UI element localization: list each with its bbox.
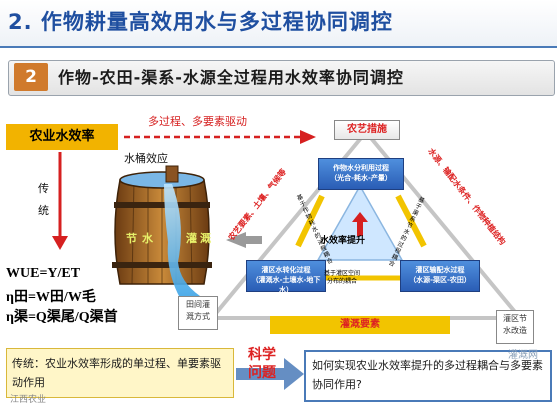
formula-canal: η渠=Q渠尾/Q渠首 bbox=[6, 310, 118, 325]
traditional-vertical-label: 传统 bbox=[38, 182, 49, 217]
irrig-distribution-box: 灌区输配水过程 （水源-渠区-农田） bbox=[400, 260, 480, 292]
field-irrigation-line2: 溉方式 bbox=[186, 312, 210, 321]
center-up-arrow-head bbox=[352, 212, 368, 222]
page-title: 2. 作物耕量高效用水与多过程协同调控 bbox=[8, 10, 393, 34]
question-box bbox=[304, 350, 552, 402]
field-irrigation-line1: 田间灌 bbox=[186, 300, 210, 309]
section-number-badge: 2 bbox=[14, 63, 48, 91]
crop-water-process-sub: （光合-耗水-产量） bbox=[330, 174, 392, 182]
barrel-word: 水 bbox=[142, 231, 154, 245]
traditional-box bbox=[6, 348, 234, 398]
down-arrow-head bbox=[52, 236, 68, 250]
title-bar bbox=[0, 0, 557, 48]
agri-measure-box: 农艺措施 bbox=[334, 120, 400, 140]
irrig-conversion-title: 灌区水转化过程 bbox=[261, 266, 311, 274]
section-title: 作物-农田-渠系-水源全过程用水效率协同调控 bbox=[58, 68, 404, 87]
barrel-arrow bbox=[226, 232, 262, 248]
barrel-word: 灌 bbox=[186, 231, 197, 245]
watermark-right: 灌溉网 bbox=[508, 350, 538, 361]
water-barrel-illustration: 节 水 灌 溉 bbox=[112, 165, 212, 298]
traditional-text: 传统：农业水效率形成的单过程、单要素驱动作用 bbox=[12, 357, 221, 389]
question-text: 如何实现农业水效率提升的多过程耦合与多要素协同作用? bbox=[312, 359, 543, 391]
spatial-coupling-label: 基于灌区空间 分布的耦合 bbox=[312, 270, 372, 286]
driver-label: 多过程、多要素驱动 bbox=[148, 115, 247, 128]
science-arrow bbox=[236, 358, 304, 390]
district-renovation-line1: 灌区节 bbox=[503, 314, 527, 323]
district-renovation-label: 灌区节 水改造 bbox=[496, 310, 534, 344]
district-renovation-line2: 水改造 bbox=[503, 326, 527, 335]
irrigation-factor-bar: 灌溉要素 bbox=[270, 316, 450, 334]
spatial-coupling-line1: 基于灌区空间 bbox=[323, 270, 360, 277]
barrel-word: 溉 bbox=[200, 231, 211, 245]
left-link-arrow bbox=[295, 194, 325, 248]
science-arrow-shape bbox=[236, 358, 304, 390]
irrig-conversion-box: 灌区水转化过程 （灌溉水-土壤水-地下水） bbox=[246, 260, 326, 294]
formula-wue: WUE=Y/ET bbox=[6, 266, 81, 281]
science-question-label: 科学问题 bbox=[248, 347, 276, 381]
barrel-word: 节 bbox=[126, 231, 137, 245]
spatial-coupling-line2: 分布的耦合 bbox=[326, 278, 357, 285]
center-up-arrow-shaft bbox=[357, 222, 363, 236]
field-irrigation-label: 田间灌 溉方式 bbox=[178, 296, 218, 330]
dashed-arrow-head bbox=[300, 130, 316, 144]
irrig-distribution-title: 灌区输配水过程 bbox=[415, 266, 465, 274]
subtitle-box bbox=[8, 60, 555, 96]
barrel-effect-label: 水桶效应 bbox=[124, 152, 168, 165]
irrig-distribution-sub: （水源-渠区-农田） bbox=[409, 276, 471, 284]
crop-water-process-title: 作物水分利用过程 bbox=[333, 164, 389, 172]
irrig-conversion-sub: （灌溉水-土壤水-地下水） bbox=[251, 276, 321, 294]
crop-water-process-box: 作物水分利用过程 （光合-耗水-产量） bbox=[318, 158, 404, 190]
ag-water-efficiency-label: 农业水效率 bbox=[6, 124, 118, 150]
watermark-left: 江西农业 bbox=[10, 395, 47, 405]
formula-field: η田=W田/W毛 bbox=[6, 290, 96, 305]
right-link-arrow bbox=[395, 194, 427, 248]
efficiency-up-label: 水效率提升 bbox=[320, 236, 366, 246]
